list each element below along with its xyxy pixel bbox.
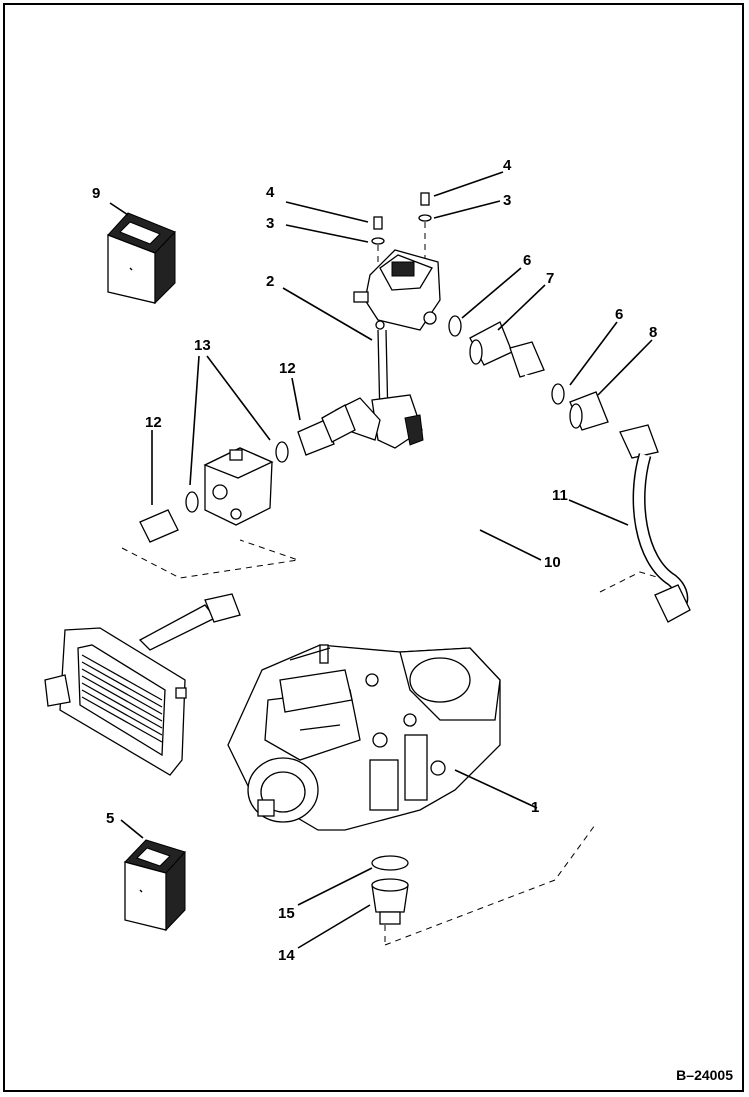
callout-2: 2 [266,273,274,290]
callout-10: 10 [544,554,561,571]
callout-5: 5 [106,810,114,827]
valve-block-13 [121,404,356,579]
decal-box-9 [107,212,176,305]
callout-11: 11 [552,487,568,504]
callout-4-right: 4 [503,157,512,174]
callout-6-upper: 6 [523,252,531,269]
fitting-6-7 [448,315,545,378]
callout-12-left: 12 [145,414,162,431]
callout-8: 8 [649,324,657,341]
drawing-number: B–24005 [676,1067,733,1083]
guide-line-11 [599,571,661,593]
hydraulic-pump-1 [227,644,501,831]
callout-3-left: 3 [266,215,274,232]
callout-6-lower: 6 [615,306,623,323]
callout-1: 1 [531,799,539,816]
callout-3-right: 3 [503,192,511,209]
hose-10 [335,374,535,586]
fitting-6-8 [551,383,609,431]
oil-cooler [44,593,241,776]
filter-2 [353,192,441,449]
decal-box-5 [124,839,186,932]
hose-11 [619,424,691,623]
callout-14: 14 [278,947,295,964]
plug-14-15 [371,824,596,946]
callout-12-right: 12 [279,360,296,377]
callout-4-left: 4 [266,184,275,201]
callout-15: 15 [278,905,295,922]
leader-lines [109,171,653,949]
callout-13: 13 [194,337,211,354]
callout-7: 7 [546,270,554,287]
callout-9: 9 [92,185,100,202]
